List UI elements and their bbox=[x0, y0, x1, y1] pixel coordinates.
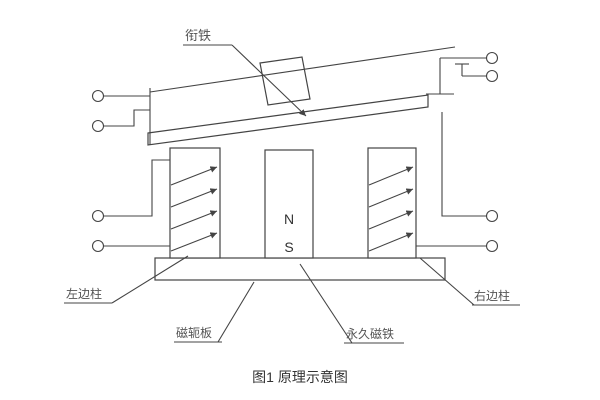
left-coil-winding-line bbox=[170, 188, 218, 208]
terminal-circle bbox=[91, 119, 105, 133]
terminal-circle bbox=[485, 209, 499, 223]
right-column-callout: 右边柱 bbox=[419, 257, 520, 306]
right-coil-body bbox=[367, 147, 417, 259]
permanent-magnet-body bbox=[264, 149, 314, 259]
right-coil-winding-line bbox=[368, 210, 414, 230]
wire bbox=[103, 109, 150, 127]
right-coil-winding-line bbox=[368, 232, 414, 252]
figure-caption: 图1 原理示意图 bbox=[252, 369, 348, 385]
armature-label: 衔铁 bbox=[185, 28, 211, 43]
leader-line bbox=[231, 44, 307, 117]
wire bbox=[103, 159, 170, 217]
right-column-label: 右边柱 bbox=[474, 288, 510, 303]
leader-line bbox=[217, 281, 255, 343]
terminal-circle bbox=[91, 89, 105, 103]
terminal-circle bbox=[485, 51, 499, 65]
left-column-callout: 左边柱 bbox=[64, 255, 189, 304]
wire bbox=[441, 112, 487, 217]
contact-arm-wire bbox=[149, 46, 456, 93]
left-coil-winding-line bbox=[170, 210, 218, 230]
armature-callout: 衔铁 bbox=[183, 28, 307, 117]
pole-s-label: S bbox=[284, 239, 293, 255]
right-coil bbox=[367, 147, 417, 259]
right-coil-winding-line bbox=[368, 166, 414, 186]
right-top-terminals bbox=[426, 51, 499, 95]
yoke-plate bbox=[154, 257, 446, 281]
terminal-circle bbox=[91, 239, 105, 253]
leader-line bbox=[299, 263, 353, 344]
terminal-circle bbox=[485, 69, 499, 83]
permanent-magnet: N S bbox=[264, 149, 314, 259]
left-coil bbox=[169, 147, 221, 259]
yoke-plate-callout: 磁轭板 bbox=[174, 281, 255, 343]
right-coil-winding-line bbox=[368, 188, 414, 208]
armature-bar bbox=[147, 94, 429, 146]
left-coil-winding-line bbox=[170, 166, 218, 186]
permanent-magnet-callout: 永久磁铁 bbox=[299, 263, 404, 344]
yoke-plate-label: 磁轭板 bbox=[176, 325, 212, 340]
left-coil-winding-line bbox=[170, 232, 218, 252]
left-bottom-terminals bbox=[91, 159, 170, 253]
terminal-circle bbox=[485, 239, 499, 253]
left-top-terminals bbox=[91, 88, 151, 145]
permanent-magnet-label: 永久磁铁 bbox=[346, 326, 394, 341]
terminal-circle bbox=[91, 209, 105, 223]
pole-n-label: N bbox=[284, 211, 294, 227]
right-bottom-terminals bbox=[416, 112, 499, 253]
armature-top-block bbox=[259, 56, 311, 106]
leader-line bbox=[419, 257, 475, 306]
leader-line bbox=[111, 255, 189, 304]
left-column-label: 左边柱 bbox=[66, 286, 102, 301]
